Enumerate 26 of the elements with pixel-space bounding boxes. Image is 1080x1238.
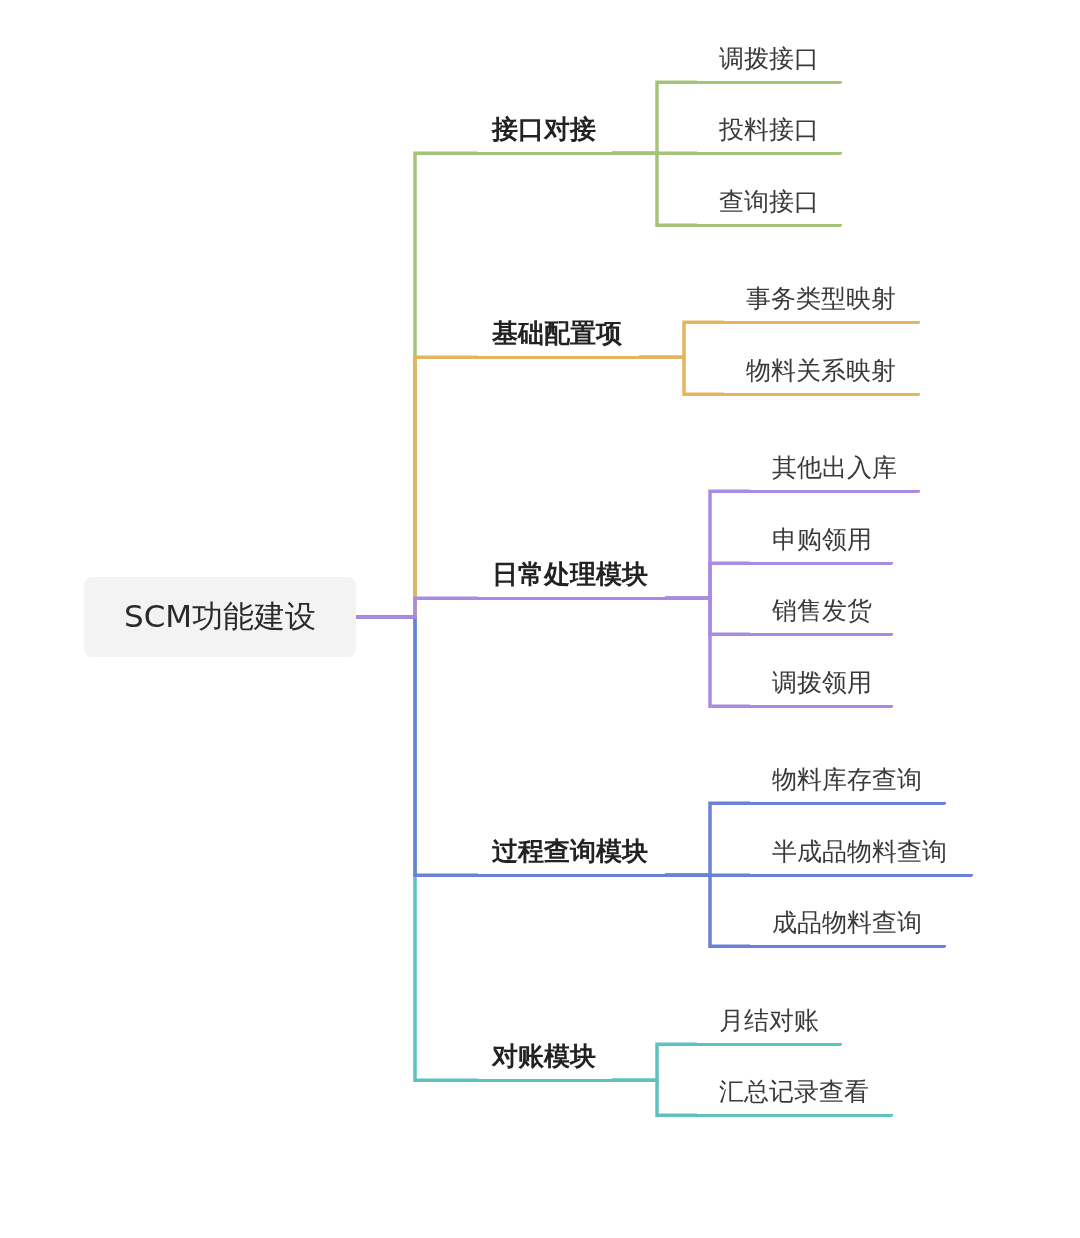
leaf-topic: 其他出入库 [750,445,920,493]
leaf-topic: 物料库存查询 [750,757,946,805]
connector-line [665,873,750,877]
branch-topic: 接口对接 [478,107,612,155]
branch-topic: 对账模块 [478,1034,612,1082]
leaf-topic: 投料接口 [697,107,842,155]
leaf-topic: 成品物料查询 [750,900,946,948]
connector-line [639,320,724,359]
leaf-topic: 汇总记录查看 [697,1069,893,1117]
branch-topic: 日常处理模块 [478,552,665,600]
leaf-topic: 销售发货 [750,588,893,636]
branch-topic: 基础配置项 [478,311,639,359]
root-topic: SCM功能建设 [84,577,356,657]
connector-line [612,1078,697,1117]
connector-line [356,596,478,619]
leaf-topic: 半成品物料查询 [750,829,973,877]
leaf-topic: 调拨接口 [697,36,842,84]
branch-topic: 过程查询模块 [478,829,665,877]
leaf-topic: 事务类型映射 [724,276,920,324]
leaf-topic: 调拨领用 [750,660,893,708]
leaf-topic: 月结对账 [697,998,842,1046]
leaf-topic: 查询接口 [697,179,842,227]
leaf-topic: 申购领用 [750,517,893,565]
leaf-topic: 物料关系映射 [724,348,920,396]
connector-line [665,561,750,600]
connector-line [612,151,697,155]
